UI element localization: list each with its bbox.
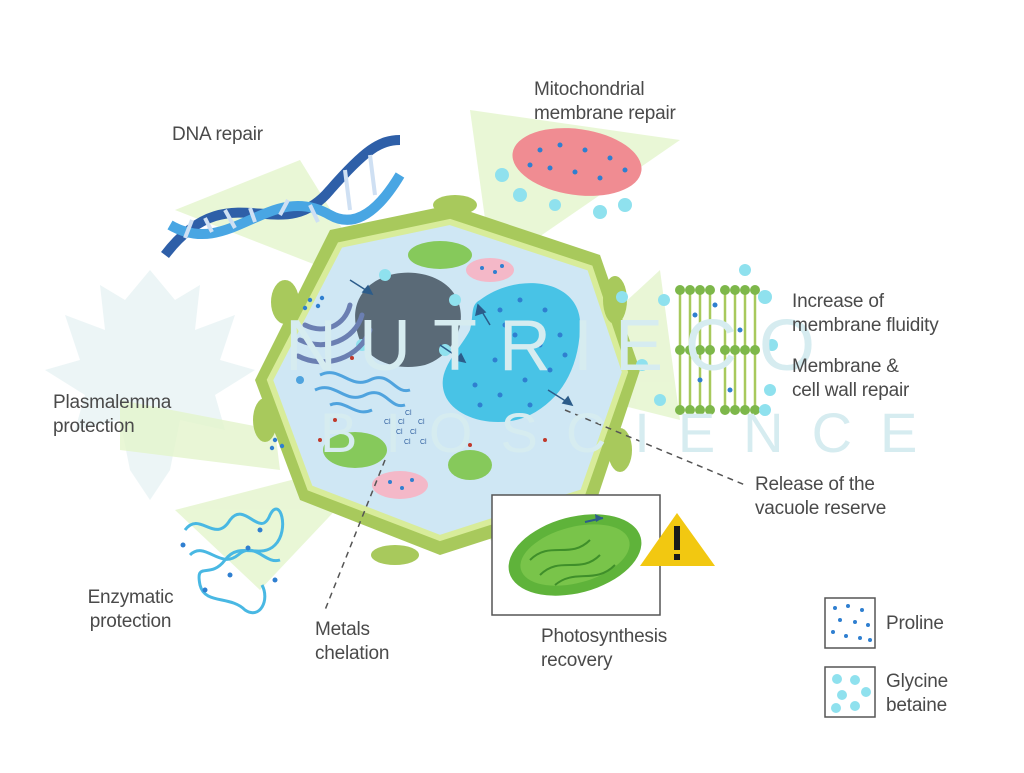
enzyme-protein-icon (183, 507, 285, 614)
mitochondrion-icon (495, 128, 642, 219)
label-mitochondrial-repair: Mitochondrial membrane repair (534, 79, 676, 124)
vacuole-proline (472, 297, 568, 408)
chloride-ions: Cl Cl Cl Cl Cl Cl Cl Cl (384, 410, 427, 446)
svg-text:Cl: Cl (418, 419, 425, 426)
legend-proline-label: Proline (886, 613, 944, 634)
watermark-line2: BIOSCIENCE (320, 401, 946, 464)
svg-text:Cl: Cl (410, 429, 417, 436)
membrane-bilayer-icon (616, 264, 778, 416)
label-membrane-fluidity: Increase of membrane fluidity (792, 291, 939, 336)
label-vacuole-release: Release of the vacuole reserve (755, 474, 887, 519)
svg-text:Cl: Cl (396, 429, 403, 436)
svg-text:Cl: Cl (405, 410, 412, 417)
golgi-apparatus (295, 302, 373, 365)
label-photosynthesis: Photosynthesis recovery (541, 626, 668, 671)
svg-text:Cl: Cl (398, 419, 405, 426)
dna-helix-icon (161, 135, 405, 259)
legend-glycine-label: Glycine betaine (886, 671, 948, 716)
chloroplasts (323, 241, 492, 480)
label-metals: Metals chelation (315, 619, 390, 664)
label-dna-repair: DNA repair (172, 124, 263, 145)
label-plasmalemma: Plasmalemma protection (53, 392, 172, 437)
svg-text:Cl: Cl (420, 439, 427, 446)
label-enzymatic: Enzymatic protection (87, 587, 174, 632)
nucleus (355, 272, 461, 367)
svg-text:Cl: Cl (404, 439, 411, 446)
legend-glycine-swatch (824, 666, 876, 718)
arrows (349, 279, 574, 407)
leader-lines (324, 409, 746, 611)
plant-cell: Cl Cl Cl Cl Cl Cl Cl Cl (253, 195, 746, 611)
watermark-leaf-icon (45, 270, 255, 500)
svg-text:Cl: Cl (384, 419, 391, 426)
warning-icon (640, 513, 715, 566)
endoplasmic-reticulum (314, 371, 411, 414)
legend-proline-swatch (824, 597, 876, 649)
label-membrane-wall-repair: Membrane & cell wall repair (792, 356, 910, 401)
chloroplast-icon (508, 514, 642, 596)
vacuole (442, 283, 581, 423)
watermark-line1: NUTRIECO (285, 306, 837, 386)
